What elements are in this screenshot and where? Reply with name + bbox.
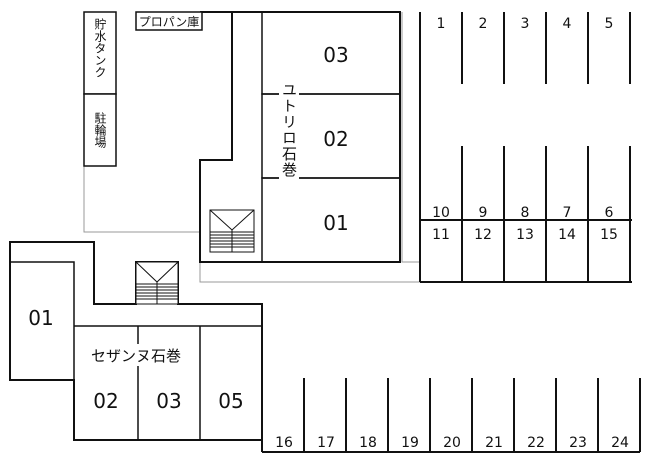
- parking-13: 13: [516, 227, 534, 243]
- sezan-unit-02-label: 02: [93, 389, 118, 413]
- parking-24: 24: [611, 435, 629, 451]
- sezan-unit-03-label: 03: [156, 389, 181, 413]
- propane-label: プロパン庫: [139, 15, 200, 29]
- propane-box: [135, 11, 203, 31]
- sezan-unit-01-label: 01: [28, 306, 53, 330]
- bike-parking-box: [83, 93, 117, 167]
- parking-9: 9: [479, 205, 488, 221]
- bike-parking-label: 駐輪場: [93, 111, 107, 149]
- parking-19: 19: [401, 435, 419, 451]
- parking-17: 17: [317, 435, 335, 451]
- parking-21: 21: [485, 435, 503, 451]
- parking-8: 8: [521, 205, 530, 221]
- sezan-building-name: セザンヌ石巻: [91, 347, 181, 365]
- parking-bottom: [261, 378, 641, 453]
- parking-2: 2: [479, 16, 488, 32]
- yutori-unit-03-label: 03: [323, 43, 348, 67]
- sezan-unit-05-label: 05: [218, 389, 243, 413]
- parking-18: 18: [359, 435, 377, 451]
- parking-10: 10: [432, 205, 450, 221]
- parking-6: 6: [605, 205, 614, 221]
- parking-4: 4: [563, 16, 572, 32]
- parking-right: [419, 12, 632, 283]
- parking-16: 16: [275, 435, 293, 451]
- yutori-unit-01-label: 01: [323, 211, 348, 235]
- yutori-building-name: ユトリロ石巻: [280, 82, 298, 178]
- parking-11: 11: [432, 227, 450, 243]
- parking-23: 23: [569, 435, 587, 451]
- parking-7: 7: [563, 205, 572, 221]
- sezan-unit-01-wall: [10, 261, 75, 380]
- parking-1: 1: [437, 16, 446, 32]
- driveway-line: [401, 12, 420, 263]
- sezan-stairs: [135, 261, 179, 305]
- yutori-stairs: [209, 209, 255, 253]
- parking-15: 15: [600, 227, 618, 243]
- parking-22: 22: [527, 435, 545, 451]
- water-tank-label: 貯水タンク: [93, 18, 107, 78]
- parking-3: 3: [521, 16, 530, 32]
- parking-20: 20: [443, 435, 461, 451]
- yutori-unit-02-label: 02: [323, 127, 348, 151]
- parking-5: 5: [605, 16, 614, 32]
- yutori-unit-01: [261, 177, 401, 263]
- parking-14: 14: [558, 227, 576, 243]
- parking-12: 12: [474, 227, 492, 243]
